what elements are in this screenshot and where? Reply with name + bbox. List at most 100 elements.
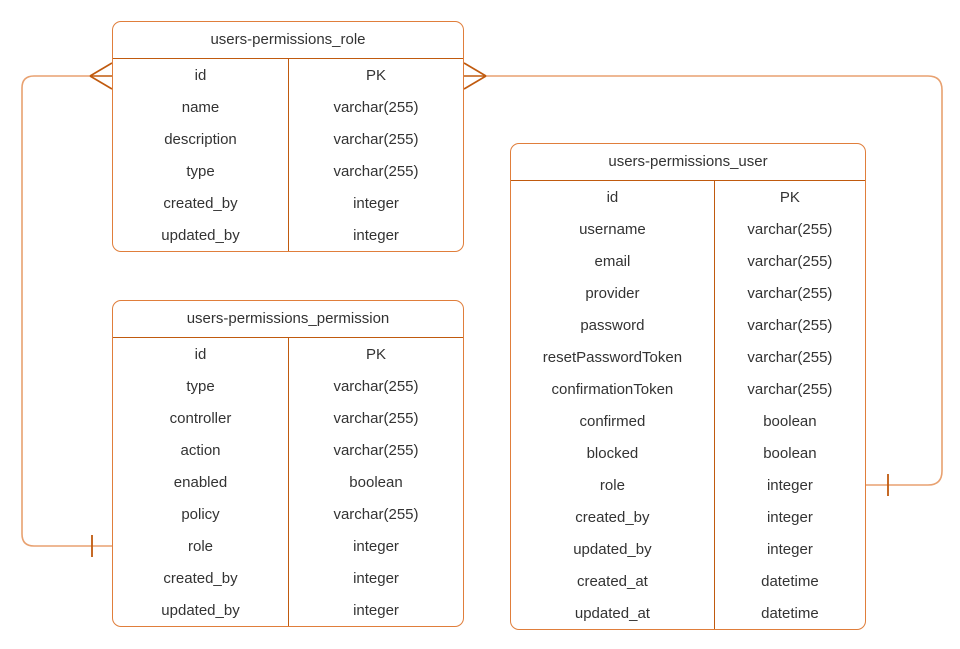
field-name: created_at — [576, 572, 648, 590]
field-type: varchar(255) — [288, 402, 463, 434]
field-row: email varchar(255) — [511, 245, 865, 277]
field-name: username — [579, 220, 646, 238]
relationship-role-permission-line — [21, 75, 112, 547]
field-row: description varchar(255) — [113, 123, 463, 155]
field-type: integer — [713, 533, 865, 565]
field-row: policy varchar(255) — [113, 498, 463, 530]
field-type: varchar(255) — [288, 155, 463, 187]
field-name: action — [180, 441, 221, 459]
field-name: resetPasswordToken — [542, 348, 683, 366]
field-type: varchar(255) — [713, 309, 865, 341]
field-row: action varchar(255) — [113, 434, 463, 466]
field-type: boolean — [288, 466, 463, 498]
field-type: varchar(255) — [713, 277, 865, 309]
field-name: updated_at — [574, 604, 650, 622]
field-row: created_by integer — [113, 562, 463, 594]
field-row: updated_at datetime — [511, 597, 865, 629]
field-name: role — [599, 476, 625, 494]
crow-foot-many-icon — [463, 62, 487, 90]
field-row: created_at datetime — [511, 565, 865, 597]
table-title: users-permissions_user — [511, 144, 865, 181]
field-name: confirmationToken — [551, 380, 674, 398]
field-name: provider — [585, 284, 640, 302]
field-type: varchar(255) — [713, 245, 865, 277]
field-row: updated_by integer — [113, 219, 463, 251]
field-row: updated_by integer — [113, 594, 463, 626]
field-name: type — [186, 162, 215, 180]
field-name: id — [194, 66, 207, 84]
relationship-role-user-line — [486, 75, 943, 486]
field-row: id PK — [113, 338, 463, 370]
relationship-role-user — [463, 62, 943, 496]
field-row: blocked boolean — [511, 437, 865, 469]
field-row: role integer — [511, 469, 865, 501]
field-type: integer — [288, 594, 463, 626]
field-name: updated_by — [161, 226, 240, 244]
field-type: PK — [288, 338, 463, 370]
field-name: id — [606, 188, 619, 206]
table-field-rows: id PK type varchar(255) controller varchar(25… — [113, 338, 463, 626]
field-row: resetPasswordToken varchar(255) — [511, 341, 865, 373]
field-type: varchar(255) — [713, 213, 865, 245]
field-type: varchar(255) — [288, 370, 463, 402]
crow-foot-many-icon — [89, 62, 113, 90]
field-row: username varchar(255) — [511, 213, 865, 245]
field-name: blocked — [586, 444, 639, 462]
field-name: email — [594, 252, 631, 270]
field-type: varchar(255) — [713, 373, 865, 405]
field-type: integer — [713, 501, 865, 533]
field-type: integer — [288, 530, 463, 562]
field-type: varchar(255) — [288, 123, 463, 155]
field-type: PK — [713, 181, 865, 213]
field-name: id — [194, 345, 207, 363]
field-type: integer — [713, 469, 865, 501]
relationship-role-permission — [21, 62, 113, 557]
field-name: name — [181, 98, 220, 116]
field-row: password varchar(255) — [511, 309, 865, 341]
field-name: description — [164, 130, 237, 148]
field-type: integer — [288, 562, 463, 594]
field-row: id PK — [511, 181, 865, 213]
field-name: created_by — [575, 508, 650, 526]
field-name: controller — [169, 409, 232, 427]
entity-table-users-permissions-user: users-permissions_user id PK username varch… — [510, 143, 866, 630]
field-name: role — [187, 537, 213, 555]
field-type: varchar(255) — [288, 498, 463, 530]
field-row: confirmed boolean — [511, 405, 865, 437]
field-name: password — [580, 316, 645, 334]
field-type: integer — [288, 187, 463, 219]
field-type: integer — [288, 219, 463, 251]
field-name: enabled — [173, 473, 228, 491]
field-type: boolean — [713, 437, 865, 469]
field-row: controller varchar(255) — [113, 402, 463, 434]
table-field-rows: id PK username varchar(255) email varchar(255… — [511, 181, 865, 629]
field-row: type varchar(255) — [113, 370, 463, 402]
field-type: varchar(255) — [288, 434, 463, 466]
field-name: updated_by — [573, 540, 652, 558]
entity-table-users-permissions-permission: users-permissions_permission id PK type var… — [112, 300, 464, 627]
field-row: enabled boolean — [113, 466, 463, 498]
field-row: name varchar(255) — [113, 91, 463, 123]
field-row: updated_by integer — [511, 533, 865, 565]
field-name: confirmed — [579, 412, 646, 430]
field-row: role integer — [113, 530, 463, 562]
field-name: created_by — [163, 569, 238, 587]
field-type: varchar(255) — [713, 341, 865, 373]
field-name: policy — [181, 505, 220, 523]
field-type: datetime — [713, 565, 865, 597]
field-type: boolean — [713, 405, 865, 437]
field-name: type — [186, 377, 215, 395]
field-row: provider varchar(255) — [511, 277, 865, 309]
field-row: created_by integer — [511, 501, 865, 533]
field-name: updated_by — [161, 601, 240, 619]
field-row: confirmationToken varchar(255) — [511, 373, 865, 405]
field-name: created_by — [163, 194, 238, 212]
field-type: datetime — [713, 597, 865, 629]
field-type: varchar(255) — [288, 91, 463, 123]
table-title: users-permissions_permission — [113, 301, 463, 338]
field-row: type varchar(255) — [113, 155, 463, 187]
field-row: created_by integer — [113, 187, 463, 219]
